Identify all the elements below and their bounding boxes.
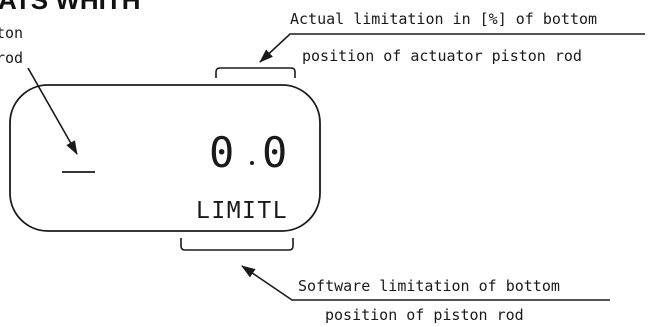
left-leader-line [27, 67, 78, 155]
bottom-callout-leader [241, 265, 610, 301]
display-value-integer: 0 [209, 128, 234, 177]
bottom-bracket [180, 238, 294, 251]
display-frame [9, 84, 321, 232]
top-bracket [215, 67, 296, 78]
top-callout-leader [259, 33, 645, 63]
left-label-line2: rod [0, 49, 23, 67]
bottom-callout-line1: Software limitation of bottom [298, 277, 560, 295]
left-label-line1: ton [0, 24, 23, 42]
top-callout-line1: Actual limitation in [%] of bottom [290, 10, 597, 28]
top-callout-line2: position of actuator piston rod [302, 47, 582, 65]
display-decimal-point [250, 161, 254, 165]
display-value-fraction: 0 [262, 128, 287, 177]
display-mode-label: LIMITL [196, 198, 288, 224]
bottom-callout-line2: position of piston rod [325, 306, 524, 324]
header-fragment: ATS WHITH [0, 0, 141, 15]
